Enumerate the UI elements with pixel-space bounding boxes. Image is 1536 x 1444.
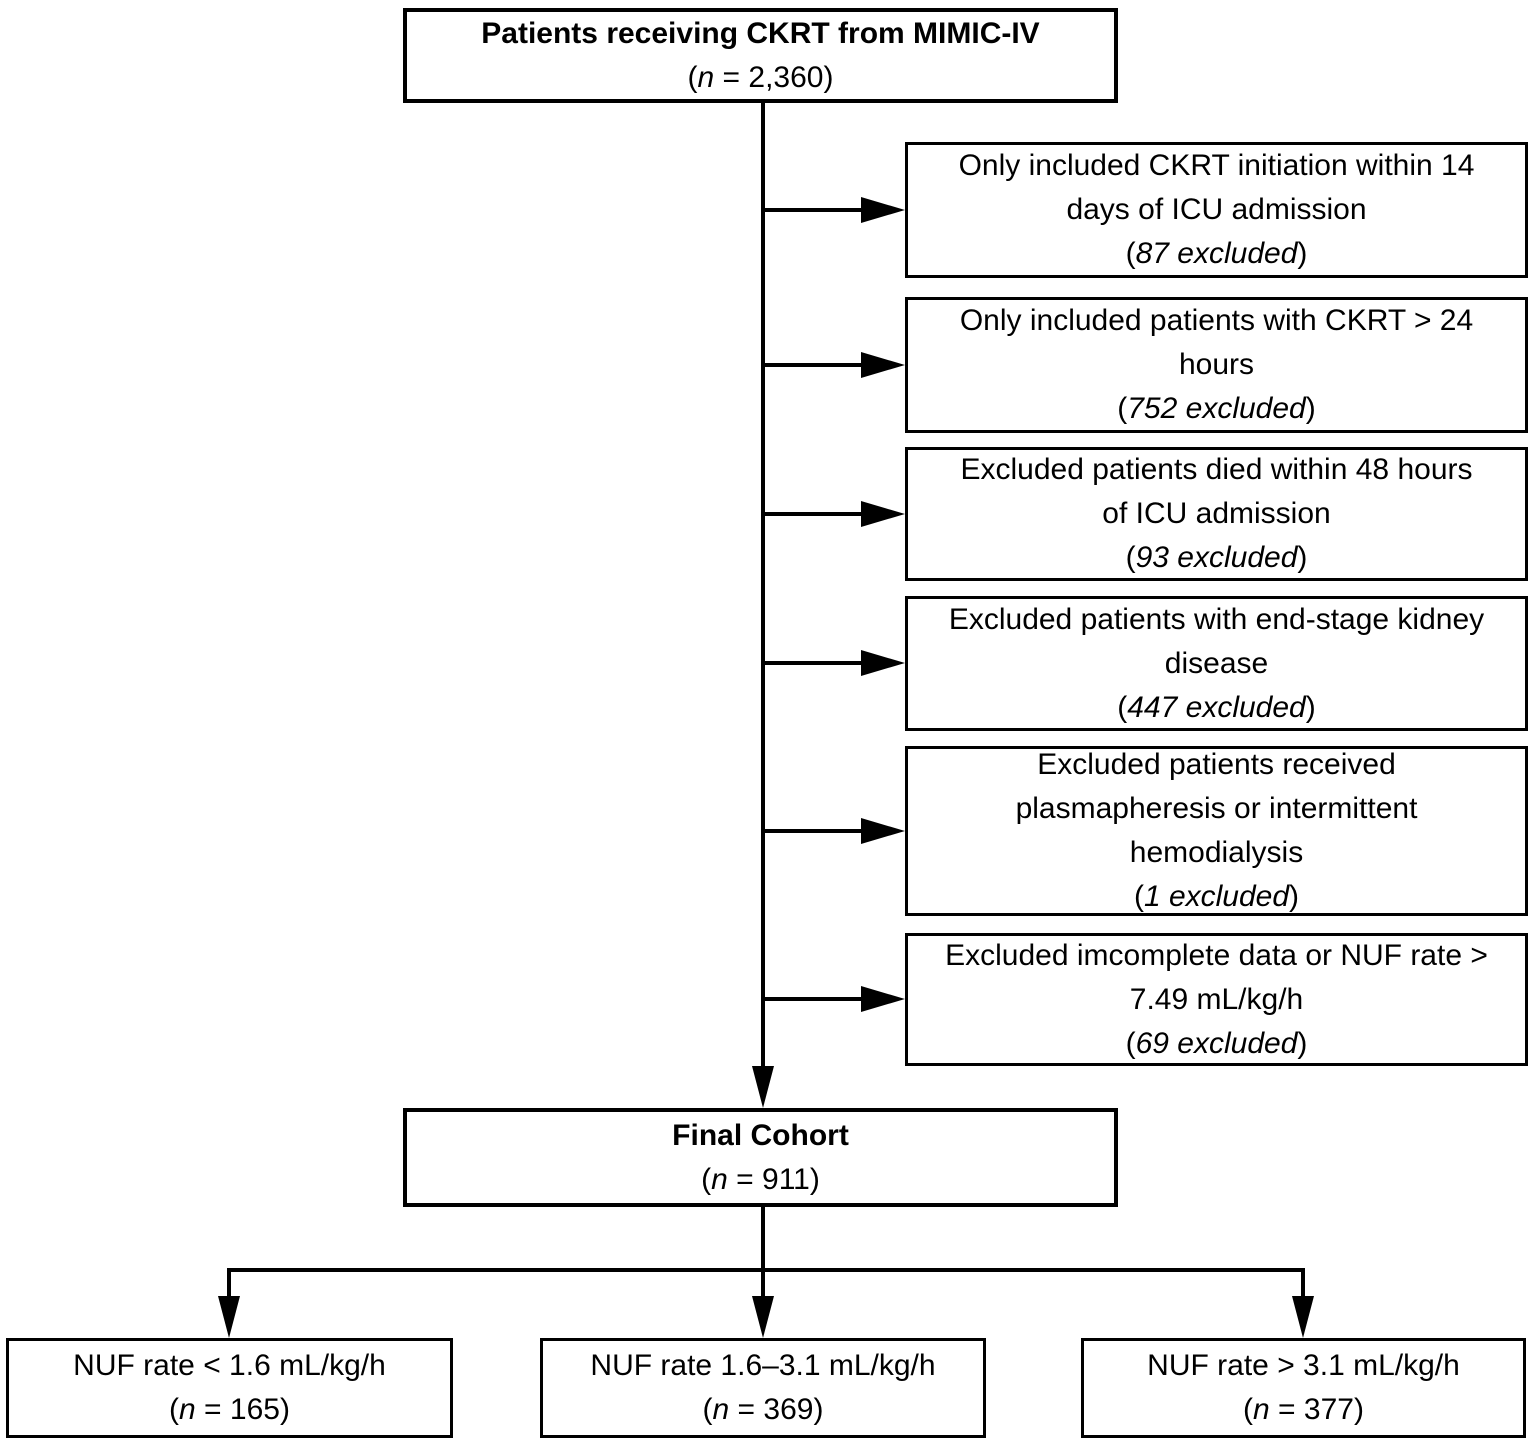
count-post: )	[1289, 880, 1300, 913]
outcome-box-low-nuf: NUF rate < 1.6 mL/kg/h (n = 165)	[6, 1338, 453, 1438]
count-italic: 87 excluded	[1135, 237, 1298, 270]
count-italic: 752 excluded	[1127, 392, 1306, 425]
exclusion-arrowhead-4-icon	[861, 650, 905, 676]
count-pre: (	[1243, 1393, 1254, 1426]
count-italic: 447 excluded	[1127, 690, 1306, 724]
outcome-count: (n = 377)	[1243, 1388, 1364, 1432]
outcome-count: (n = 165)	[169, 1388, 290, 1432]
outcome-text: NUF rate 1.6–3.1 mL/kg/h	[590, 1349, 936, 1382]
exclusion-text: Excluded patients received plasmapheresi…	[1015, 748, 1418, 869]
branch-middle-line	[761, 1272, 765, 1296]
count-italic: n	[711, 1162, 728, 1196]
branch-left-line	[227, 1268, 231, 1296]
count-italic: 69 excluded	[1135, 1026, 1298, 1060]
exclusion-count: (87 excluded)	[1126, 232, 1308, 276]
count-italic: n	[179, 1393, 196, 1426]
count-post: = 165)	[195, 1393, 290, 1426]
count-pre: (	[1117, 392, 1128, 425]
count-pre: (	[687, 60, 698, 94]
count-post: )	[1297, 1026, 1308, 1060]
exclusion-count: (93 excluded)	[1126, 536, 1308, 580]
exclusion-text: Only included CKRT initiation within 14 …	[958, 149, 1475, 226]
outcome-box-mid-nuf: NUF rate 1.6–3.1 mL/kg/h (n = 369)	[540, 1338, 986, 1438]
branch-right-line	[1301, 1268, 1305, 1296]
branch-left-arrowhead-icon	[218, 1296, 240, 1338]
exclusion-arrowhead-5-icon	[861, 818, 905, 844]
branch-middle-arrowhead-icon	[752, 1296, 774, 1338]
exclusion-arrowhead-3-icon	[861, 501, 905, 527]
exclusion-arrowhead-2-icon	[861, 352, 905, 378]
count-italic: n	[712, 1393, 730, 1426]
outcome-text: NUF rate < 1.6 mL/kg/h	[73, 1349, 386, 1382]
exclusion-box-3: Excluded patients died within 48 hours o…	[905, 447, 1528, 581]
count-post: )	[1297, 541, 1308, 574]
exclusion-count: (69 excluded)	[1126, 1022, 1308, 1066]
exclusion-arrow-line-2	[763, 363, 862, 367]
top-box-title: Patients receiving CKRT from MIMIC-IV	[481, 16, 1040, 50]
count-pre: (	[1117, 690, 1128, 724]
exclusion-arrow-line-1	[763, 208, 862, 212]
top-box: Patients receiving CKRT from MIMIC-IV (n…	[403, 8, 1118, 103]
exclusion-box-5: Excluded patients received plasmapheresi…	[905, 746, 1528, 916]
branch-right-arrowhead-icon	[1292, 1296, 1314, 1338]
count-post: )	[1305, 392, 1316, 425]
count-pre: (	[1133, 880, 1144, 913]
outcome-count: (n = 369)	[703, 1388, 824, 1432]
outcome-box-high-nuf: NUF rate > 3.1 mL/kg/h (n = 377)	[1081, 1338, 1526, 1438]
count-pre: (	[1125, 541, 1136, 574]
final-cohort-count: (n = 911)	[701, 1158, 820, 1202]
count-post: = 911)	[727, 1162, 820, 1196]
exclusion-box-6: Excluded imcomplete data or NUF rate > 7…	[905, 933, 1528, 1066]
count-post: = 377)	[1269, 1393, 1364, 1426]
exclusion-text: Excluded imcomplete data or NUF rate > 7…	[945, 938, 1488, 1016]
count-post: )	[1297, 237, 1308, 270]
count-pre: (	[701, 1162, 712, 1196]
final-cohort-title: Final Cohort	[672, 1118, 849, 1152]
exclusion-box-1: Only included CKRT initiation within 14 …	[905, 142, 1528, 278]
outcome-text: NUF rate > 3.1 mL/kg/h	[1147, 1349, 1460, 1382]
main-stem-line	[761, 103, 765, 1066]
count-pre: (	[1125, 1026, 1136, 1060]
final-cohort-box: Final Cohort (n = 911)	[403, 1108, 1118, 1207]
exclusion-arrow-line-6	[763, 997, 862, 1001]
exclusion-text: Excluded patients died within 48 hours o…	[960, 453, 1473, 530]
count-italic: 1 excluded	[1143, 880, 1290, 913]
count-post: = 369)	[729, 1393, 824, 1426]
exclusion-count: (752 excluded)	[1117, 387, 1315, 431]
exclusion-arrow-line-3	[763, 512, 862, 516]
count-italic: n	[697, 60, 715, 94]
exclusion-arrow-line-5	[763, 829, 862, 833]
exclusion-arrow-line-4	[763, 661, 862, 665]
exclusion-arrowhead-6-icon	[861, 986, 905, 1012]
exclusion-text: Excluded patients with end-stage kidney …	[948, 602, 1485, 680]
count-italic: 93 excluded	[1135, 541, 1298, 574]
exclusion-count: (1 excluded)	[1134, 875, 1299, 919]
exclusion-arrowhead-1-icon	[861, 197, 905, 223]
top-box-count: (n = 2,360)	[688, 56, 834, 100]
count-post: = 2,360)	[714, 60, 834, 94]
exclusion-text: Only included patients with CKRT > 24 ho…	[959, 304, 1474, 381]
exclusion-box-2: Only included patients with CKRT > 24 ho…	[905, 297, 1528, 433]
count-post: )	[1305, 690, 1316, 724]
count-pre: (	[702, 1393, 713, 1426]
branch-stem-line	[761, 1206, 765, 1272]
count-pre: (	[1125, 237, 1136, 270]
exclusion-box-4: Excluded patients with end-stage kidney …	[905, 596, 1528, 731]
main-stem-arrowhead-icon	[752, 1066, 774, 1108]
count-pre: (	[169, 1393, 180, 1426]
exclusion-count: (447 excluded)	[1117, 686, 1315, 730]
count-italic: n	[1253, 1393, 1270, 1426]
branch-horizontal-line	[227, 1268, 1305, 1272]
